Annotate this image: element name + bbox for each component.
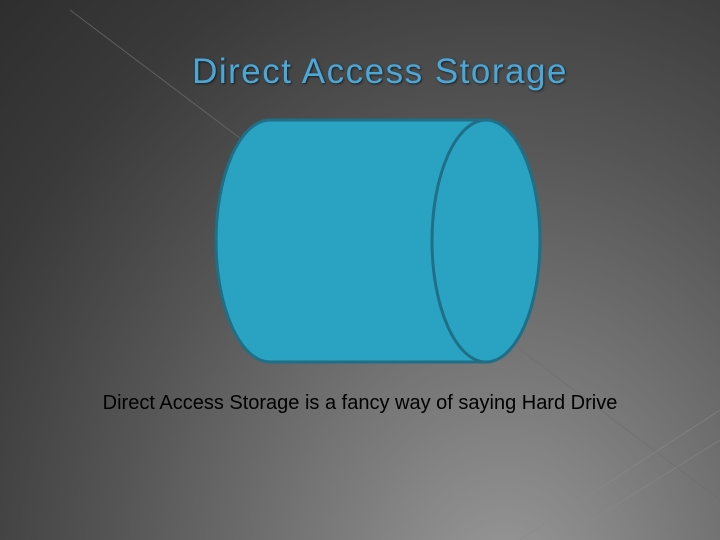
slide-caption: Direct Access Storage is a fancy way of … (102, 392, 618, 414)
slide-title: Direct Access Storage (192, 52, 568, 91)
cylinder-end-cap (430, 118, 542, 364)
hard-drive-cylinder-icon (214, 118, 542, 364)
